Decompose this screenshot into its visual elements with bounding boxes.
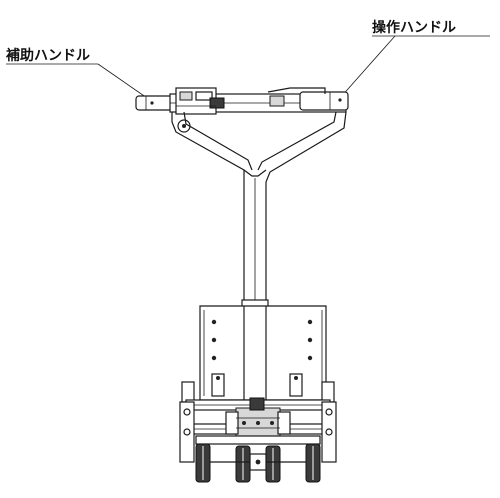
wheels bbox=[195, 443, 321, 483]
auxiliary-handle-leader bbox=[6, 63, 151, 101]
operation-handle-leader bbox=[339, 35, 490, 99]
auxiliary-handle-label: 補助ハンドル bbox=[5, 47, 90, 64]
motor-cap bbox=[249, 397, 265, 411]
auxiliary-grip bbox=[135, 95, 173, 111]
lower-chassis bbox=[179, 373, 337, 463]
left-bracket bbox=[211, 373, 225, 397]
operation-grip bbox=[299, 91, 349, 111]
right-bracket bbox=[289, 373, 303, 397]
y-frame bbox=[171, 111, 347, 183]
top-handle-assembly bbox=[135, 87, 349, 133]
switch-block bbox=[209, 97, 225, 109]
control-lever-block bbox=[269, 95, 285, 107]
operation-handle-label: 操作ハンドル bbox=[372, 19, 456, 36]
